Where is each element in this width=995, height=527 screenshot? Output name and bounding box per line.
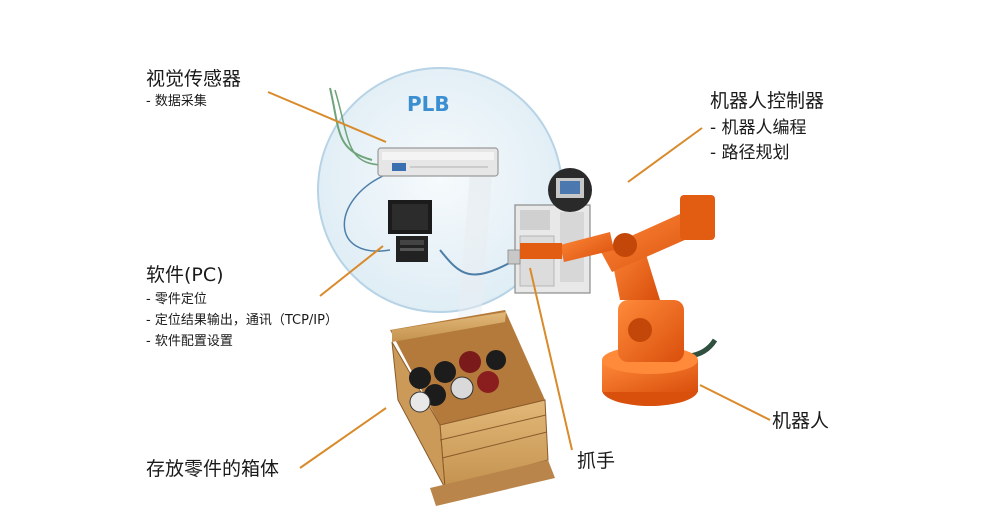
sensor-cable <box>329 87 373 161</box>
sensor-cable-2 <box>334 89 386 166</box>
parts-bin <box>390 310 555 506</box>
teach-pendant <box>548 168 592 212</box>
pc-device <box>388 200 432 262</box>
software-title: 软件(PC) <box>146 264 224 286</box>
label-gripper: 抓手 <box>577 450 616 472</box>
network-cable <box>439 249 516 276</box>
vision-sensor-item: - 数据采集 <box>146 93 207 109</box>
industrial-robot <box>520 195 718 406</box>
label-robot-controller: 机器人控制器 - 机器人编程 - 路径规划 <box>710 90 824 164</box>
vision-sensor-title: 视觉传感器 <box>146 68 242 90</box>
leader-software <box>319 245 384 297</box>
plb-title: PLB <box>407 92 450 116</box>
pc-cable <box>343 174 391 252</box>
leader-bin <box>299 407 387 469</box>
robot-controller-item-path: - 路径规划 <box>710 143 790 163</box>
leader-robot-controller <box>627 127 703 183</box>
robot-controller-title: 机器人控制器 <box>710 90 825 112</box>
label-robot: 机器人 <box>772 410 830 432</box>
label-software: 软件(PC) - 零件定位 - 定位结果输出，通讯（TCP/IP） - 软件配置… <box>146 264 338 351</box>
label-vision-sensor: 视觉传感器 - 数据采集 <box>146 68 241 110</box>
leader-gripper <box>529 267 573 451</box>
software-item-config: - 软件配置设置 <box>146 334 233 350</box>
software-item-output: - 定位结果输出，通讯（TCP/IP） <box>146 313 338 328</box>
software-item-positioning: - 零件定位 <box>146 291 207 307</box>
label-parts-bin: 存放零件的箱体 <box>146 458 280 480</box>
leader-robot <box>699 384 771 421</box>
leader-vision-sensor <box>267 91 387 143</box>
vision-sensor-device <box>377 147 499 177</box>
robot-controller-item-programming: - 机器人编程 <box>710 117 807 138</box>
